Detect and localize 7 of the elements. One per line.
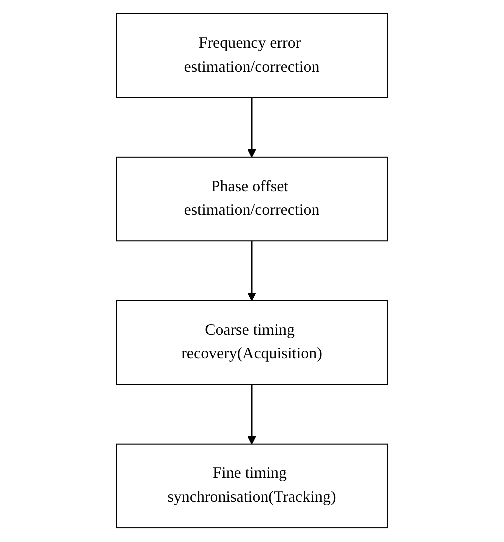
node-box: Coarse timing recovery(Acquisition) xyxy=(116,300,388,386)
arrow xyxy=(248,384,256,445)
node-box: Frequency error estimation/correction xyxy=(116,13,388,98)
arrow xyxy=(248,241,256,302)
node-box: Fine timing synchronisation(Tracking) xyxy=(116,444,388,529)
node-box: Phase offset estimation/correction xyxy=(116,156,388,242)
arrow xyxy=(248,98,256,158)
